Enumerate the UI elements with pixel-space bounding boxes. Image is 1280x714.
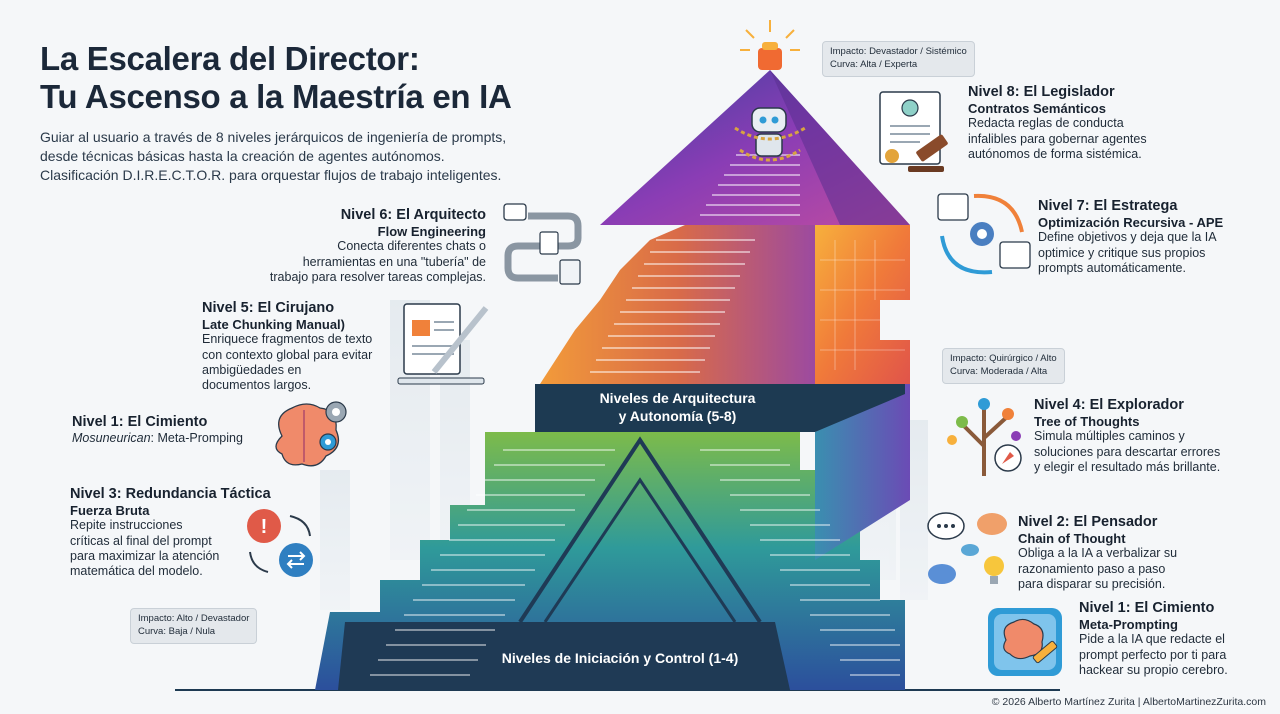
level-1-right-desc-1: Pide a la IA que redacte el	[1079, 632, 1225, 647]
level-6-subtitle: Flow Engineering	[377, 223, 486, 239]
badge-bottom-impact: Impacto: Alto / Devastador	[138, 613, 250, 624]
badge-middle-curve: Curva: Moderada / Alta	[950, 365, 1048, 377]
beacon-icon	[740, 20, 800, 70]
level-3-desc-3: para maximizar la atención	[70, 548, 220, 563]
level-1-left-card: Nivel 1: El Cimiento Mosuneurican: Meta-…	[72, 414, 243, 446]
level-6-card: Nivel 6: El Arquitecto Flow Engineering …	[230, 207, 486, 285]
level-1-right-card: Nivel 1: El Cimiento Meta-Prompting Pide…	[1079, 600, 1228, 678]
band-label-lower: Niveles de Iniciación y Control (1-4)	[501, 650, 739, 666]
tree-of-thoughts-icon	[947, 398, 1022, 476]
chain-of-thought-icon	[927, 512, 1007, 584]
level-8-desc-2: infalibles para gobernar agentes	[968, 131, 1147, 146]
level-4-desc-1: Simula múltiples caminos y	[1034, 429, 1185, 444]
level-7-card: Nivel 7: El Estratega Optimización Recur…	[1038, 198, 1223, 276]
scalpel-document-icon	[397, 303, 489, 385]
level-2-desc-3: para disparar su precisión.	[1018, 576, 1166, 591]
robot-icon	[734, 107, 806, 162]
level-2-desc-1: Obliga a la IA a verbalizar su	[1018, 546, 1178, 561]
level-5-subtitle: Late Chunking Manual)	[202, 316, 345, 332]
badge-top-curve: Curva: Alta / Experta	[830, 58, 918, 70]
level-1-right-title: Nivel 1: El Cimiento	[1079, 600, 1215, 616]
brain-pencil-icon	[988, 608, 1062, 676]
level-4-desc-3: y elegir el resultado más brillante.	[1034, 459, 1221, 474]
level-1-right-desc-2: prompt perfecto por ti para	[1079, 647, 1227, 662]
level-4-card: Nivel 4: El Explorador Tree of Thoughts …	[1034, 397, 1220, 475]
level-2-subtitle: Chain of Thought	[1018, 530, 1126, 546]
level-1-left-subtitle-rest: : Meta-Promping	[150, 430, 243, 445]
badge-bottom-curve: Curva: Baja / Nula	[138, 625, 216, 637]
band-upper-line-2: y Autonomía (5-8)	[618, 407, 737, 424]
pipeline-icon	[503, 203, 582, 285]
impact-badge-bottom: Impacto: Alto / Devastador Curva: Baja /…	[130, 608, 258, 644]
level-5-desc-4: documentos largos.	[202, 378, 312, 393]
level-8-subtitle: Contratos Semánticos	[968, 100, 1106, 116]
svg-text:!: !	[261, 516, 268, 538]
level-8-desc-1: Redacta reglas de conducta	[968, 116, 1124, 131]
level-2-title: Nivel 2: El Pensador	[1018, 514, 1158, 530]
badge-middle-impact: Impacto: Quirúrgico / Alto	[950, 353, 1057, 364]
alert-repeat-icon: !	[247, 509, 313, 577]
level-4-desc-2: soluciones para descartar errores	[1034, 444, 1221, 459]
level-5-title: Nivel 5: El Cirujano	[202, 300, 335, 316]
badge-top-impact: Impacto: Devastador / Sistémico	[830, 46, 967, 57]
level-3-title: Nivel 3: Redundancia Táctica	[70, 486, 271, 502]
impact-badge-top: Impacto: Devastador / Sistémico Curva: A…	[822, 41, 975, 77]
level-3-desc-2: críticas al final del prompt	[70, 533, 212, 548]
level-7-desc-3: prompts automáticamente.	[1038, 260, 1186, 275]
band-label-upper: Niveles de Arquitectura y Autonomía (5-8…	[560, 390, 795, 425]
level-8-title: Nivel 8: El Legislador	[968, 84, 1115, 100]
level-1-left-subtitle: Mosuneurican: Meta-Promping	[72, 431, 243, 446]
level-5-desc-2: con contexto global para evitar	[202, 347, 373, 362]
page-subtitle: Guiar al usuario a través de 8 niveles j…	[40, 128, 560, 185]
band-upper-line-1: Niveles de Arquitectura	[599, 390, 756, 406]
level-1-right-desc-3: hackear su propio cerebro.	[1079, 662, 1228, 677]
level-7-desc-2: optimice y critique sus propios	[1038, 245, 1206, 260]
level-6-desc-2: herramientas en una "tubería" de	[302, 254, 486, 269]
level-1-left-subtitle-prefix: Mosuneurican	[72, 430, 151, 445]
level-5-desc-3: ambigüedades en	[202, 362, 302, 377]
level-2-desc-2: razonamiento paso a paso	[1018, 561, 1166, 576]
level-6-title: Nivel 6: El Arquitecto	[340, 207, 486, 223]
title-line-1: La Escalera del Director:	[40, 40, 420, 77]
level-8-desc-3: autónomos de forma sistémica.	[968, 146, 1142, 161]
subtitle-line-2: desde técnicas básicas hasta la creación…	[40, 147, 445, 164]
footer-credit: © 2026 Alberto Martínez Zurita | Alberto…	[991, 696, 1266, 708]
contract-gavel-icon	[879, 91, 948, 172]
level-6-desc-3: trabajo para resolver tareas complejas.	[269, 269, 486, 284]
level-2-card: Nivel 2: El Pensador Chain of Thought Ob…	[1018, 514, 1177, 592]
level-4-title: Nivel 4: El Explorador	[1034, 397, 1184, 413]
level-7-subtitle: Optimización Recursiva - APE	[1038, 214, 1224, 230]
level-3-card: Nivel 3: Redundancia Táctica Fuerza Brut…	[70, 486, 271, 579]
impact-badge-middle: Impacto: Quirúrgico / Alto Curva: Modera…	[942, 348, 1065, 384]
level-1-left-title: Nivel 1: El Cimiento	[72, 414, 208, 430]
level-8-card: Nivel 8: El Legislador Contratos Semánti…	[968, 84, 1147, 162]
level-3-desc-1: Repite instrucciones	[70, 518, 183, 533]
brain-gears-icon	[275, 401, 347, 467]
subtitle-line-1: Guiar al usuario a través de 8 niveles j…	[40, 129, 507, 145]
recursive-optimization-icon	[937, 193, 1031, 275]
level-6-desc-1: Conecta diferentes chats o	[337, 239, 486, 254]
level-4-subtitle: Tree of Thoughts	[1034, 413, 1140, 429]
level-5-card: Nivel 5: El Cirujano Late Chunking Manua…	[202, 300, 372, 393]
level-7-desc-1: Define objetivos y deja que la IA	[1038, 230, 1217, 245]
level-3-desc-4: matemática del modelo.	[70, 564, 203, 579]
title-line-2: Tu Ascenso a la Maestría en IA	[40, 77, 512, 115]
level-3-subtitle: Fuerza Bruta	[70, 502, 150, 518]
level-7-title: Nivel 7: El Estratega	[1038, 198, 1178, 214]
level-1-right-subtitle: Meta-Prompting	[1079, 616, 1178, 632]
subtitle-line-3: Clasificación D.I.R.E.C.T.O.R. para orqu…	[40, 166, 502, 183]
page-title: La Escalera del Director: Tu Ascenso a l…	[40, 40, 512, 116]
level-5-desc-1: Enriquece fragmentos de texto	[202, 332, 373, 347]
